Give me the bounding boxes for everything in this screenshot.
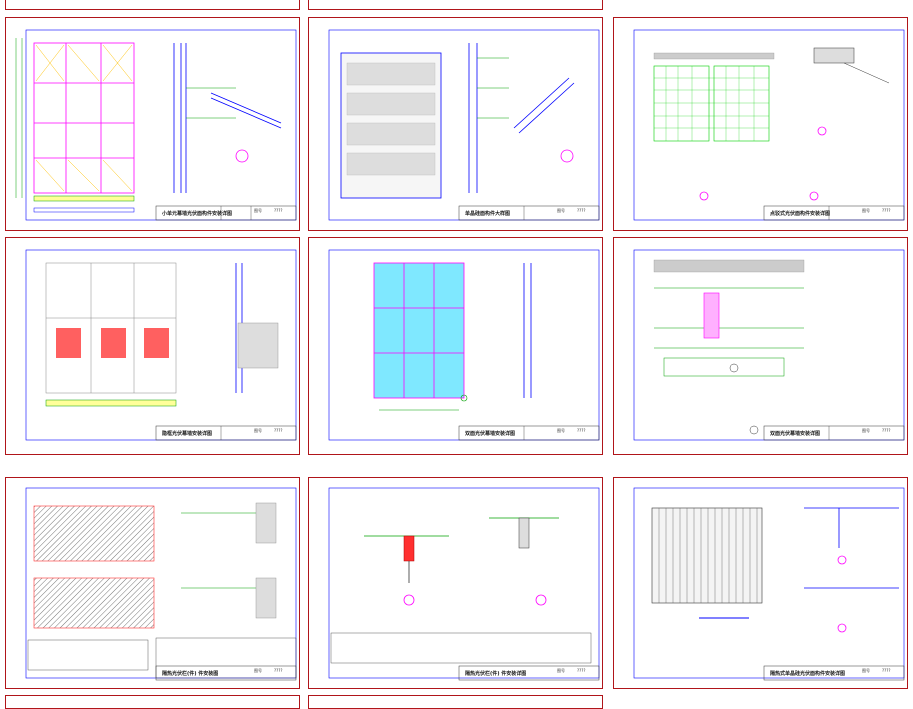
drawing-sheet-r1c2[interactable]: 单晶硅面构件大样图 图号 ???? [308,17,603,231]
cad-drawing-r1c3 [633,29,905,221]
cad-drawing-r2c1 [25,249,297,441]
drawing-sheet-bottom-left[interactable] [5,695,300,709]
sheet-title: 隔热光伏栏(件) 件安装图 [162,671,219,677]
sheet-number: ???? [577,208,586,213]
sheet-number: ???? [274,428,283,433]
drawing-sheet-r2c3[interactable]: 双面光伏幕墙安装详图 图号 ???? [613,237,908,455]
cad-drawing-r3c1 [25,487,297,681]
cad-drawing-r1c1 [15,29,297,221]
sheet-title: 隔热式单晶硅光伏面构件安装详图 [770,671,846,677]
sheet-number: ???? [274,208,283,213]
drawing-sheet-r1c1[interactable]: 小单元幕墙光伏面构件安装详图 图号 ???? [5,17,300,231]
sheet-title: 单晶硅面构件大样图 [465,211,511,217]
sheet-label: 图号 [254,428,262,433]
cad-drawing-r3c2 [328,487,600,681]
drawing-sheet-top-middle[interactable] [308,0,603,10]
sheet-number: ???? [577,668,586,673]
sheet-title: 小单元幕墙光伏面构件安装详图 [162,211,233,217]
sheet-label: 图号 [862,208,870,213]
sheet-label: 图号 [557,668,565,673]
sheet-title: 双面光伏幕墙安装详图 [465,431,516,437]
cad-drawing-r2c2 [328,249,600,441]
drawing-sheet-bottom-middle[interactable] [308,695,603,709]
cad-drawing-r2c3 [633,249,905,441]
sheet-label: 图号 [862,428,870,433]
drawing-sheet-r2c2[interactable]: 双面光伏幕墙安装详图 图号 ???? [308,237,603,455]
sheet-label: 图号 [254,208,262,213]
sheet-number: ???? [882,428,891,433]
sheet-title: 点驳式光伏面构件安装详图 [770,211,831,217]
sheet-title: 隔热光伏栏(件) 件安装详图 [465,671,527,677]
sheet-label: 图号 [862,668,870,673]
cad-drawing-r1c2 [328,29,600,221]
drawing-sheet-r2c1[interactable]: 隐框光伏幕墙安装详图 图号 ???? [5,237,300,455]
sheet-title: 双面光伏幕墙安装详图 [770,431,821,437]
drawing-sheet-r1c3[interactable]: 点驳式光伏面构件安装详图 图号 ???? [613,17,908,231]
sheet-number: ???? [882,668,891,673]
sheet-label: 图号 [557,208,565,213]
drawing-sheet-r3c3[interactable]: 隔热式单晶硅光伏面构件安装详图 图号 ???? [613,477,908,689]
sheet-label: 图号 [254,668,262,673]
sheet-title: 隐框光伏幕墙安装详图 [162,431,213,437]
cad-drawing-r3c3 [633,487,905,681]
sheet-number: ???? [274,668,283,673]
drawing-sheet-r3c2[interactable]: 隔热光伏栏(件) 件安装详图 图号 ???? [308,477,603,689]
sheet-number: ???? [882,208,891,213]
drawing-sheet-r3c1[interactable]: 隔热光伏栏(件) 件安装图 图号 ???? [5,477,300,689]
sheet-number: ???? [577,428,586,433]
drawing-sheet-top-left[interactable] [5,0,300,10]
sheet-label: 图号 [557,428,565,433]
